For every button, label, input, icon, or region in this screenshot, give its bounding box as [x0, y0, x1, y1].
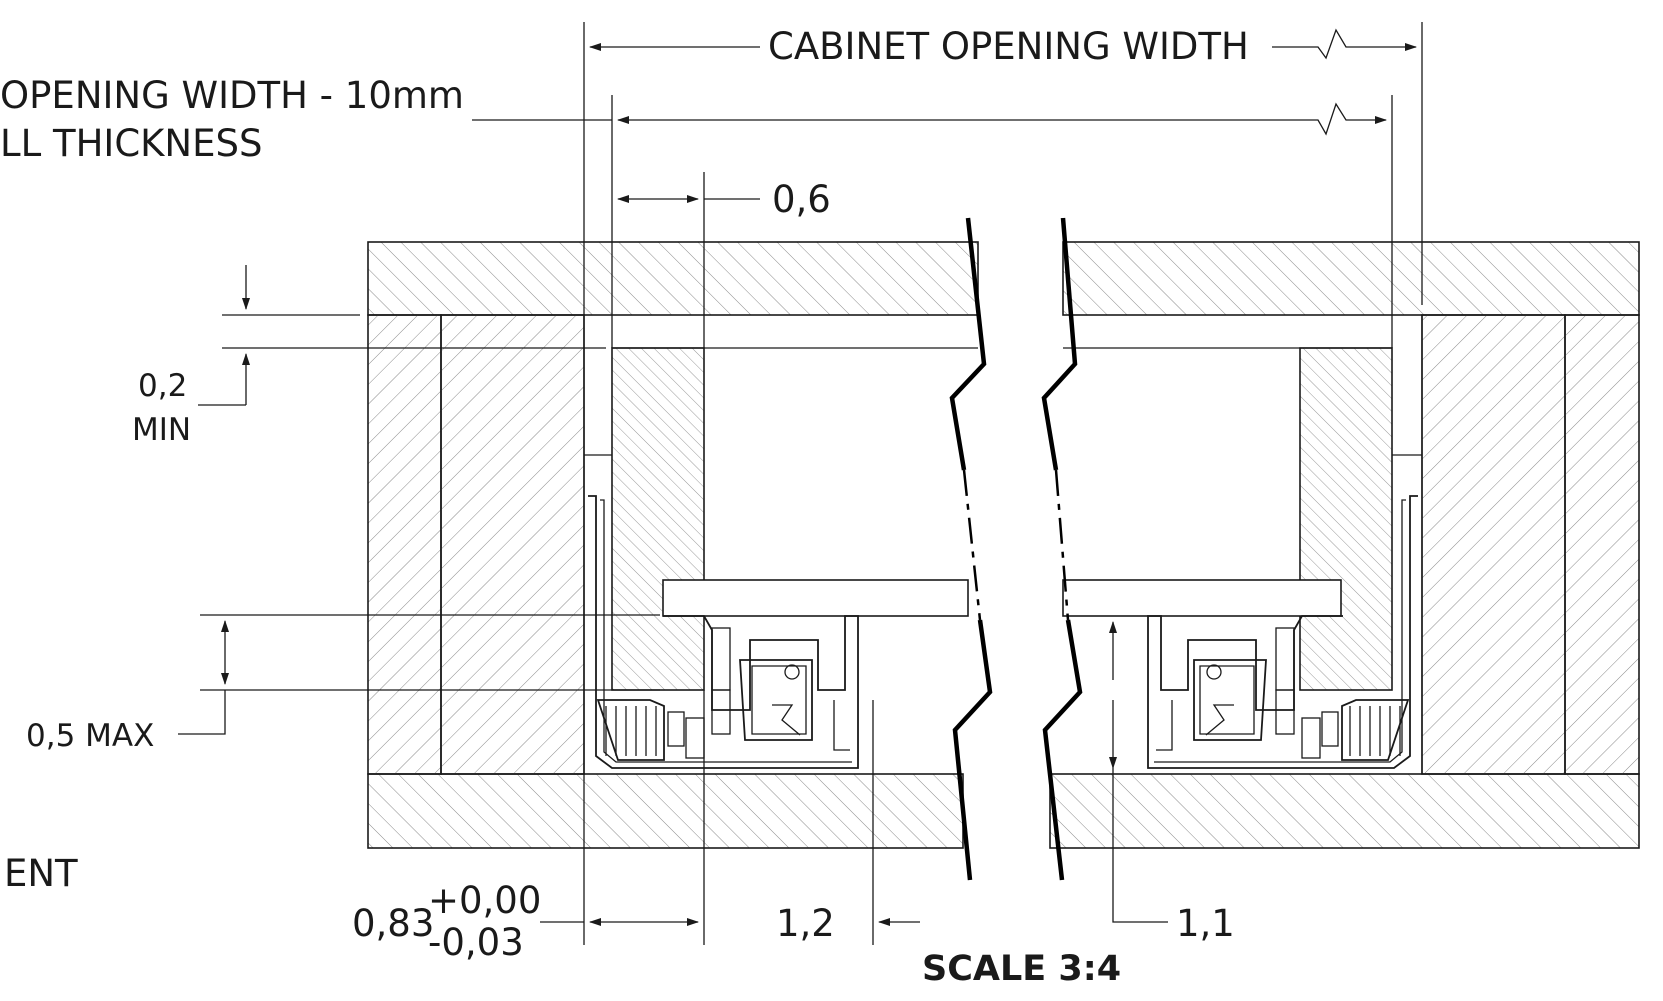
- dim-1-1: [1109, 621, 1168, 923]
- dim-0-6: [617, 172, 760, 348]
- break-line-right: [1041, 217, 1083, 881]
- dim-1-2: [872, 700, 920, 945]
- label-ent-note: ENT: [4, 852, 78, 895]
- label-dim-0-5-max: 0,5 MAX: [26, 718, 154, 754]
- cabinet-inner-outline: [583, 315, 1423, 774]
- label-dim-1-2: 1,2: [776, 902, 835, 945]
- runner-slide-left: [588, 495, 859, 769]
- runner-slide-right: [1147, 495, 1418, 769]
- cabinet-side-panel-right: [1421, 314, 1640, 775]
- drawer-bottom-left: [662, 579, 969, 617]
- label-opening-width-note: OPENING WIDTH - 10mm: [0, 74, 464, 117]
- label-dim-0-2: 0,2: [138, 368, 187, 404]
- cabinet-top-panel-left: [367, 241, 979, 316]
- label-dim-0-6: 0,6: [772, 178, 831, 221]
- label-tol-plus: +0,00: [428, 879, 541, 922]
- label-wall-thickness-note: LL THICKNESS: [0, 122, 262, 165]
- break-line-left: [949, 217, 993, 881]
- dim-cabinet-opening-width: [583, 22, 1423, 315]
- dim-0-83: [540, 690, 705, 945]
- drawer-side-wall-left: [611, 347, 705, 691]
- drawer-bottom-right: [1062, 579, 1342, 617]
- dim-opening-width-minus-10: [472, 95, 1393, 348]
- cabinet-top-panel-right: [1062, 241, 1640, 316]
- dim-0-5-max: [178, 614, 660, 735]
- label-cabinet-opening-width: CABINET OPENING WIDTH: [768, 25, 1249, 68]
- label-dim-0-83: 0,83: [352, 902, 434, 945]
- label-dim-1-1: 1,1: [1176, 902, 1235, 945]
- dim-0-2-min: [198, 265, 606, 406]
- label-tol-minus: -0,03: [428, 921, 524, 964]
- cabinet-side-panel-left: [367, 314, 585, 775]
- cabinet-bottom-panel-left: [367, 773, 964, 849]
- label-dim-min: MIN: [132, 412, 191, 448]
- cabinet-bottom-panel-right: [1049, 773, 1640, 849]
- label-scale: SCALE 3:4: [922, 949, 1121, 989]
- drawer-side-wall-right: [1299, 347, 1393, 691]
